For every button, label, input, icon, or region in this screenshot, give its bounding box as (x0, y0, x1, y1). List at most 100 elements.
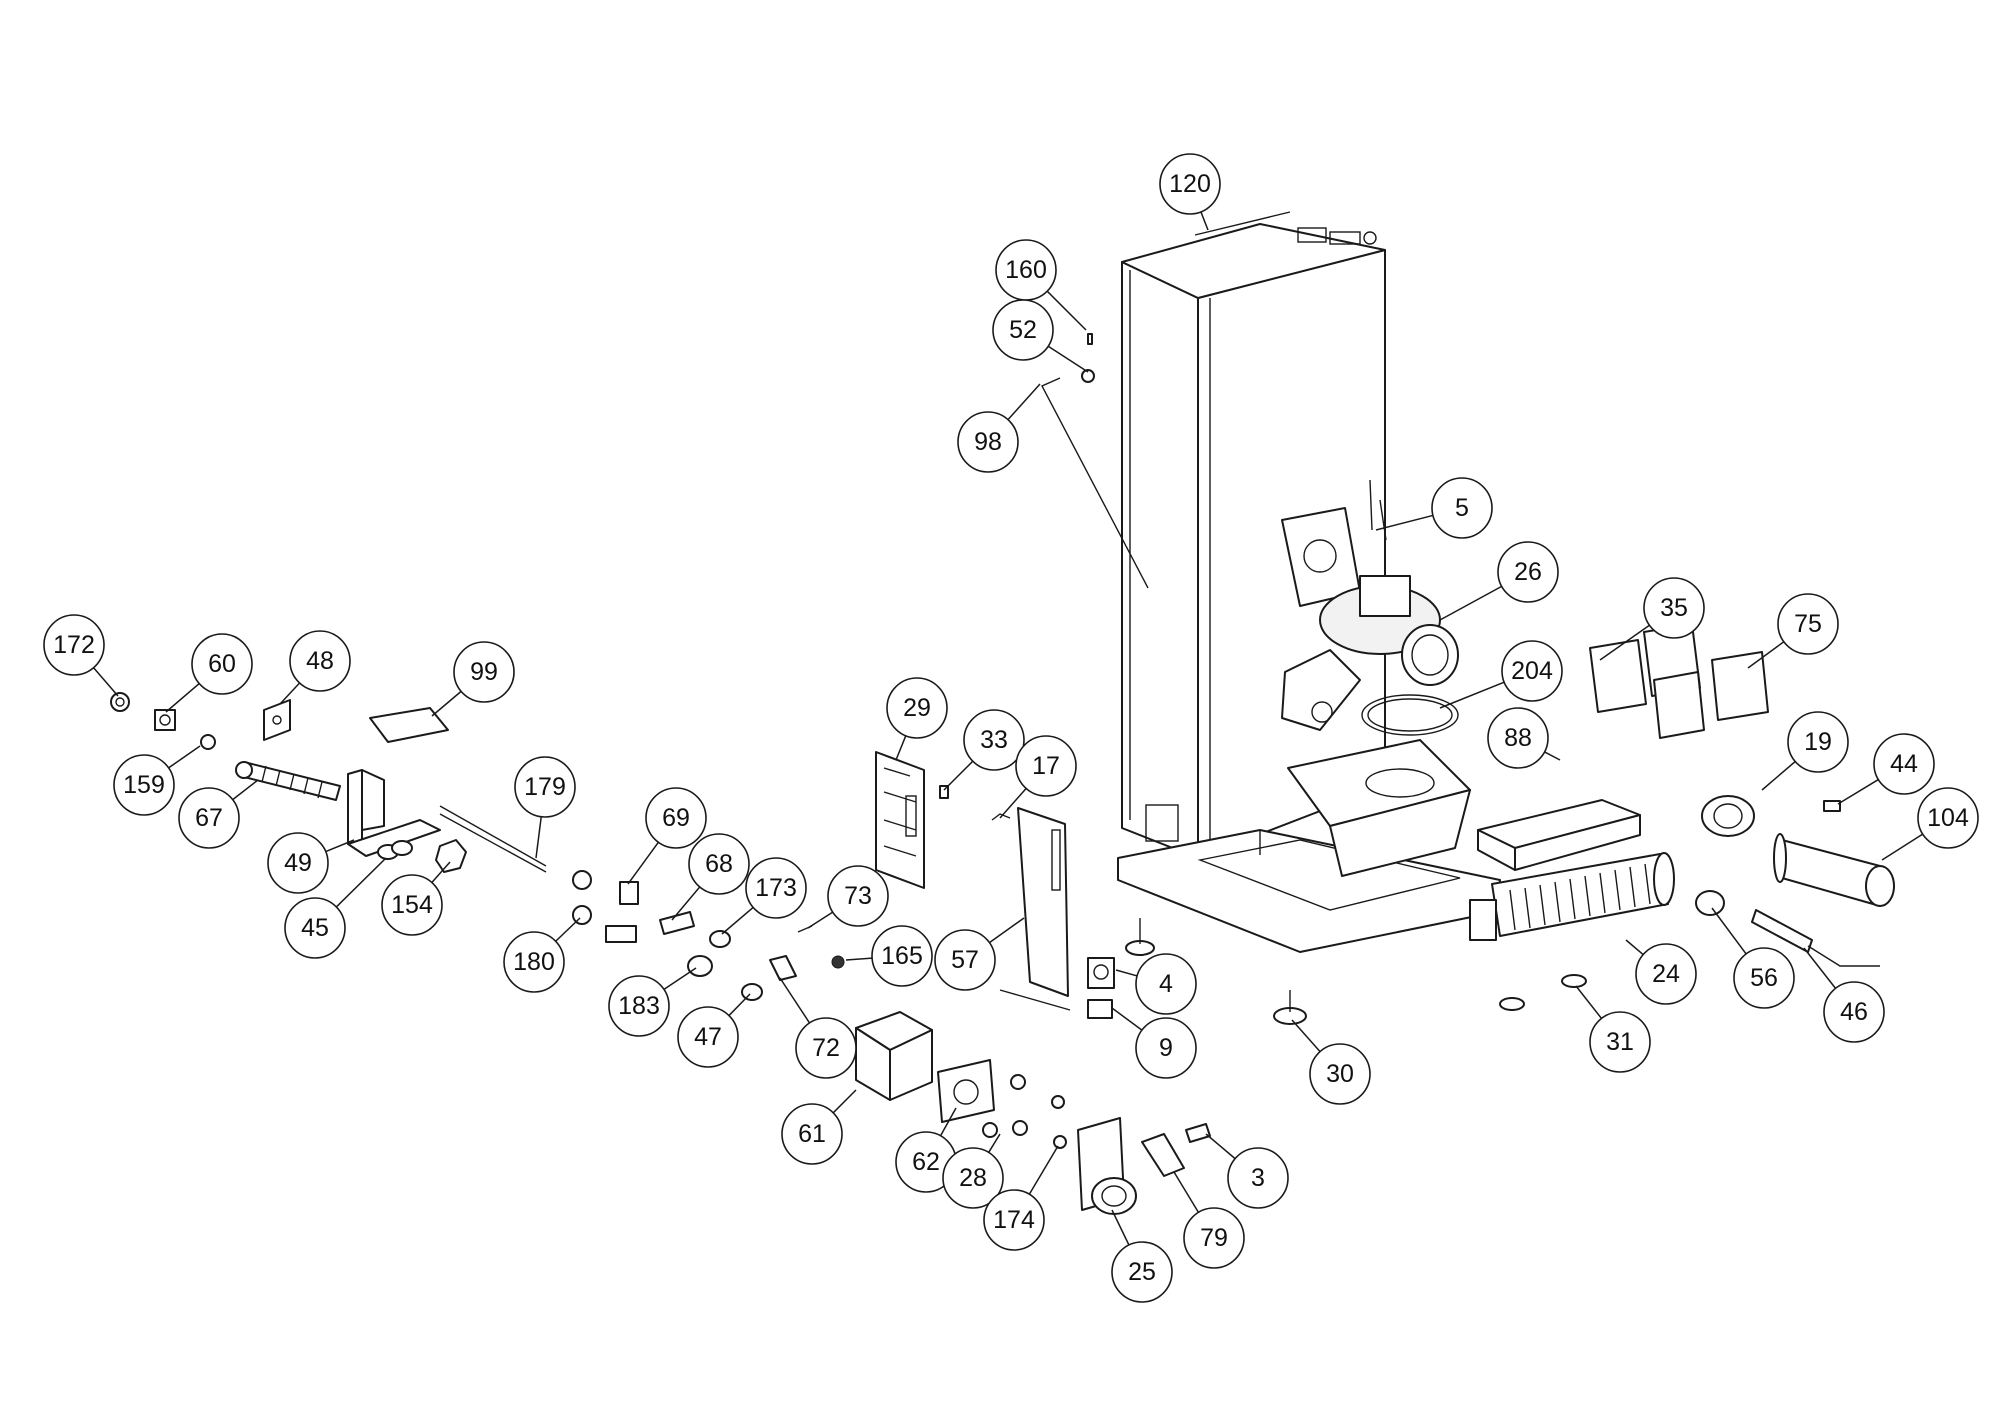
callout-circle-35 (1643, 577, 1705, 639)
callout-69: 69 (627, 787, 707, 885)
leader-line-173 (721, 906, 754, 935)
callout-number-61: 61 (798, 1120, 826, 1148)
callout-circle-174 (983, 1189, 1045, 1251)
callout-circle-79 (1183, 1207, 1245, 1269)
callout-61: 61 (781, 1089, 857, 1165)
callout-number-79: 79 (1200, 1224, 1228, 1252)
callout-circle-28 (942, 1147, 1004, 1209)
leader-line-57 (989, 917, 1025, 944)
callout-circle-24 (1635, 943, 1697, 1005)
spring-68 (659, 911, 695, 935)
callout-number-48: 48 (306, 647, 334, 675)
leader-line-99 (431, 690, 462, 717)
callout-160: 160 (995, 239, 1087, 331)
cap-31 (1499, 974, 1587, 1011)
callout-circle-69 (645, 787, 707, 849)
callout-number-98: 98 (974, 428, 1002, 456)
callout-number-154: 154 (391, 891, 433, 919)
callout-number-25: 25 (1128, 1258, 1156, 1286)
callout-number-180: 180 (513, 948, 555, 976)
washer-159 (200, 734, 216, 750)
callout-19: 19 (1761, 711, 1849, 791)
callout-number-4: 4 (1159, 970, 1173, 998)
callout-number-56: 56 (1750, 964, 1778, 992)
callout-154: 154 (381, 861, 451, 936)
leader-line-72 (779, 977, 811, 1024)
callout-28: 28 (942, 1133, 1004, 1209)
callout-183: 183 (608, 967, 697, 1037)
callout-circle-3 (1227, 1147, 1289, 1209)
leader-line-60 (165, 682, 200, 713)
leader-line-29 (895, 735, 907, 761)
callout-number-19: 19 (1804, 728, 1832, 756)
callout-circle-25 (1111, 1241, 1173, 1303)
callout-circle-180 (503, 931, 565, 993)
callout-number-99: 99 (470, 658, 498, 686)
callout-67: 67 (178, 779, 259, 849)
callout-circle-9 (1135, 1017, 1197, 1079)
bracket-79 (1141, 1133, 1185, 1177)
leader-line-47 (728, 993, 751, 1017)
heat-exchanger-tube (1469, 852, 1675, 941)
callout-circle-73 (827, 865, 889, 927)
callout-4: 4 (1115, 953, 1197, 1015)
rod-179 (439, 805, 547, 873)
callout-circle-29 (886, 677, 948, 739)
callout-number-47: 47 (694, 1023, 722, 1051)
leader-line-31 (1575, 985, 1603, 1019)
callout-57: 57 (934, 917, 1025, 991)
callout-49: 49 (267, 832, 355, 894)
callout-72: 72 (779, 977, 857, 1079)
bracket-48 (263, 699, 291, 741)
leader-line-154 (431, 861, 451, 884)
callout-circle-31 (1589, 1011, 1651, 1073)
leader-line-24 (1625, 939, 1644, 956)
auger-67 (235, 761, 341, 801)
callout-104: 104 (1881, 787, 1979, 861)
callout-number-44: 44 (1890, 750, 1918, 778)
callout-30: 30 (1291, 1019, 1371, 1105)
callout-number-60: 60 (208, 650, 236, 678)
callout-circle-204 (1501, 640, 1563, 702)
callout-56: 56 (1711, 907, 1795, 1009)
callout-number-9: 9 (1159, 1034, 1173, 1062)
callout-circle-44 (1873, 733, 1935, 795)
callout-number-72: 72 (812, 1034, 840, 1062)
leader-line-165 (845, 957, 873, 961)
frame-49 (347, 769, 441, 857)
leader-line-49 (325, 839, 355, 853)
callout-number-73: 73 (844, 882, 872, 910)
callout-number-120: 120 (1169, 170, 1211, 198)
leader-line-180 (555, 917, 581, 942)
callout-26: 26 (1439, 541, 1559, 621)
nuts-28 (982, 1074, 1065, 1138)
leader-line-52 (1047, 345, 1089, 373)
callout-68: 68 (671, 833, 750, 921)
leader-line-69 (627, 841, 659, 885)
grommet-165 (831, 955, 845, 969)
callout-number-159: 159 (123, 771, 165, 799)
callout-88: 88 (1487, 707, 1561, 769)
callout-62: 62 (895, 1107, 957, 1193)
callout-number-35: 35 (1660, 594, 1688, 622)
leader-line-61 (832, 1089, 857, 1114)
callout-number-49: 49 (284, 849, 312, 877)
vent-hood (1477, 799, 1641, 871)
callout-99: 99 (431, 641, 515, 717)
leader-line-48 (279, 682, 301, 705)
callout-46: 46 (1803, 947, 1885, 1043)
callout-number-31: 31 (1606, 1028, 1634, 1056)
callout-73: 73 (807, 865, 889, 929)
callout-circle-52 (992, 299, 1054, 361)
callout-circle-17 (1015, 735, 1077, 797)
callout-circle-47 (677, 1006, 739, 1068)
leader-line-28 (988, 1133, 1001, 1153)
leader-line-33 (943, 760, 974, 791)
callout-29: 29 (886, 677, 948, 761)
callout-number-45: 45 (301, 914, 329, 942)
callout-number-88: 88 (1504, 724, 1532, 752)
plate-62 (937, 1059, 995, 1123)
leader-line-79 (1173, 1171, 1200, 1213)
callout-circle-68 (688, 833, 750, 895)
callout-circle-72 (795, 1017, 857, 1079)
